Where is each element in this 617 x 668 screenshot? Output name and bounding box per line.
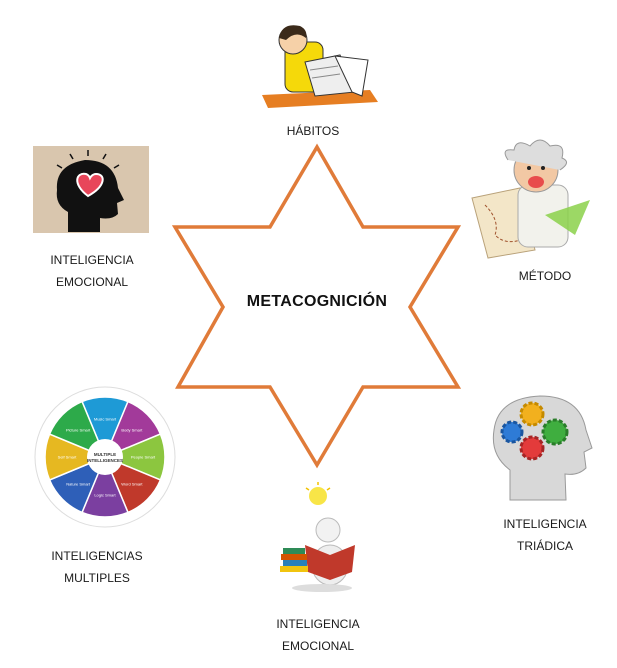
label-line: INTELIGENCIA <box>276 617 360 631</box>
central-title: METACOGNICIÓN <box>246 293 388 310</box>
node-emocional-bottom-label: INTELIGENCIA EMOCIONAL <box>276 613 359 657</box>
node-metodo-label: MÉTODO <box>519 265 571 287</box>
wheel-segment-label: Music Smart <box>94 417 117 422</box>
wheel-center <box>87 439 123 475</box>
star-shape <box>171 143 462 469</box>
node-habitos-label: HÁBITOS <box>287 120 339 142</box>
head-gears-icon <box>492 395 593 501</box>
wheel-center-text: INTELLIGENCES <box>87 458 123 463</box>
label-line: HÁBITOS <box>286 124 340 138</box>
wheel-segment-label: People Smart <box>131 455 156 460</box>
label-line: INTELIGENCIAS <box>51 549 143 563</box>
wheel-segment-label: Logic Smart <box>94 493 116 498</box>
wheel-segment-label: Word Smart <box>121 481 143 486</box>
label-line: MULTIPLES <box>64 571 130 585</box>
label-line: EMOCIONAL <box>281 639 355 653</box>
label-line: EMOCIONAL <box>55 275 129 289</box>
wheel-outer-ring <box>34 386 176 528</box>
node-multiples-label: INTELIGENCIAS MULTIPLES <box>51 545 142 589</box>
label-line: TRIÁDICA <box>516 539 574 553</box>
wheel-segment <box>48 400 107 459</box>
wheel-segment-label: Self Smart <box>58 455 78 460</box>
figure-reading-lightbulb-icon <box>280 482 355 592</box>
wheel-center-text: MULTIPLE <box>94 452 116 457</box>
node-triadica-label: INTELIGENCIA TRIÁDICA <box>503 513 586 557</box>
wheel-segment-label: Nature Smart <box>66 481 91 486</box>
student-reading-icon <box>262 25 378 108</box>
label-line: INTELIGENCIA <box>503 517 587 531</box>
wheel-segment-label: Body Smart <box>121 428 143 433</box>
label-line: MÉTODO <box>518 269 572 283</box>
wheel-segment-label: Picture Smart <box>66 428 91 433</box>
node-emocional-left-label: INTELIGENCIA EMOCIONAL <box>50 249 133 293</box>
professor-map-icon <box>471 139 590 259</box>
label-line: INTELIGENCIA <box>50 253 134 267</box>
head-heart-icon <box>33 146 149 233</box>
